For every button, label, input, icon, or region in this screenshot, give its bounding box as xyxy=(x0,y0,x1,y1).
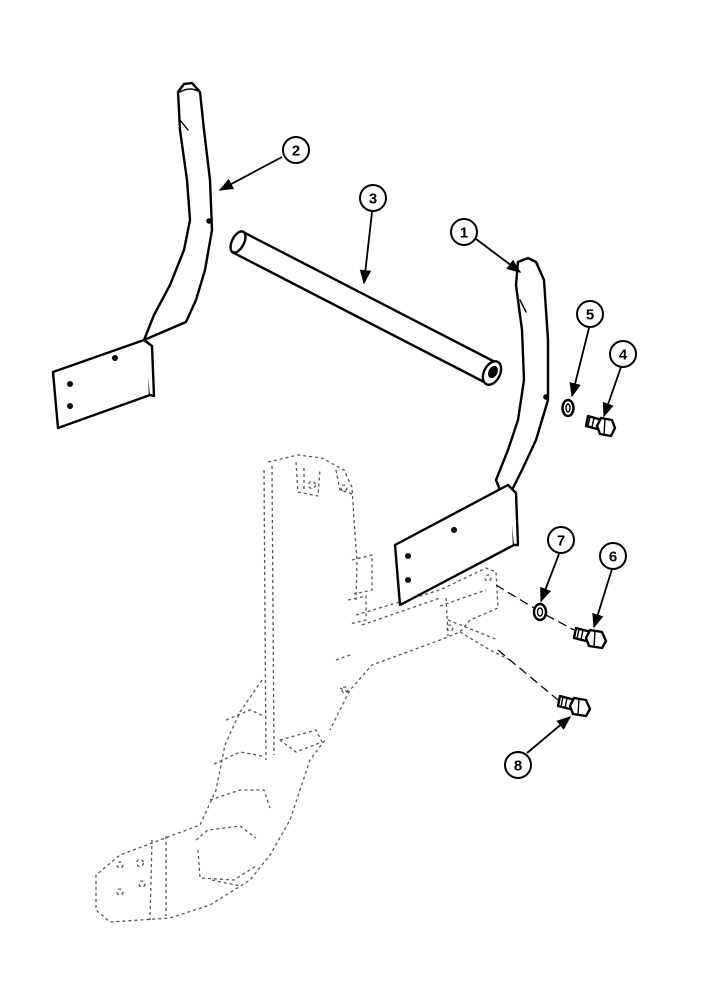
part-5-lock-washer xyxy=(561,398,575,418)
callout-7-label: 7 xyxy=(557,533,565,550)
callout-5: 5 xyxy=(576,300,604,328)
part-6-bolt xyxy=(572,626,608,650)
callout-1-label: 1 xyxy=(460,225,468,242)
callout-4-label: 4 xyxy=(619,347,628,364)
part-7-washer xyxy=(532,602,548,622)
part-3-tube xyxy=(229,230,503,386)
assembly-lines xyxy=(495,584,575,701)
part-1-right-bracket xyxy=(393,256,550,607)
callout-2: 2 xyxy=(282,136,310,164)
leader-lines xyxy=(218,156,622,754)
part-2-left-bracket xyxy=(51,81,214,430)
callout-6-label: 6 xyxy=(609,549,617,566)
callout-1: 1 xyxy=(450,218,478,246)
part-4-bolt xyxy=(584,414,617,438)
callout-3-label: 3 xyxy=(369,191,377,208)
phantom-frame-holes xyxy=(116,480,492,896)
callout-5-label: 5 xyxy=(586,307,594,324)
callout-4: 4 xyxy=(609,340,637,368)
callout-8: 8 xyxy=(504,751,532,779)
callout-6: 6 xyxy=(599,542,627,570)
callout-3: 3 xyxy=(359,184,387,212)
phantom-frame-outline xyxy=(95,454,511,923)
part-8-bolt xyxy=(556,694,592,718)
callout-2-label: 2 xyxy=(292,143,300,160)
callout-8-label: 8 xyxy=(514,758,522,775)
callout-7: 7 xyxy=(547,526,575,554)
